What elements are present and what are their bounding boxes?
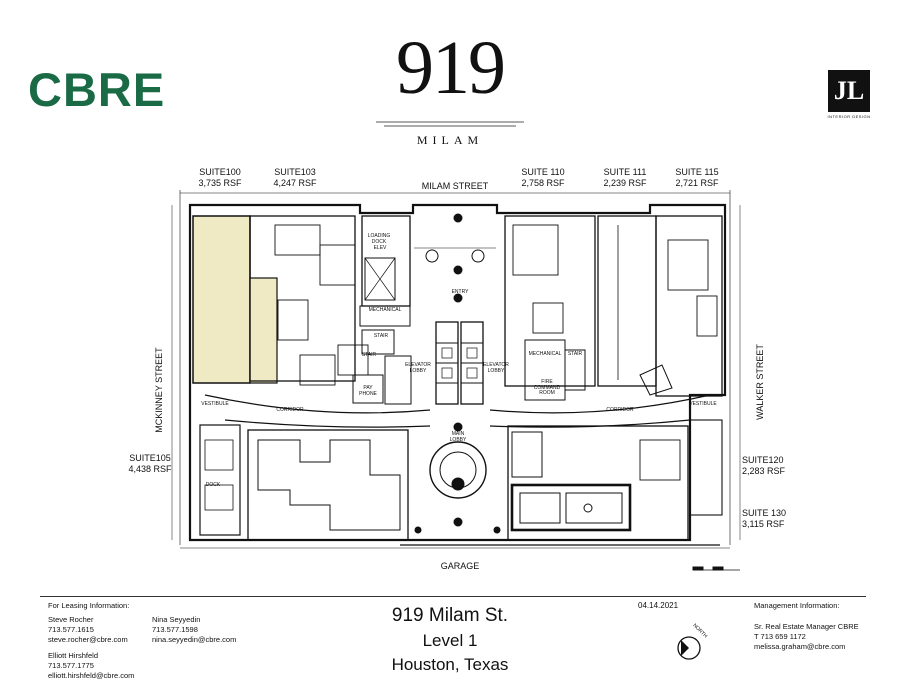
leasing-contact-1: Steve Rocher 713.577.1615 steve.rocher@c… <box>48 615 128 644</box>
room-loading-dock: LOADING DOCK <box>367 233 391 245</box>
north-arrow-icon <box>677 636 701 660</box>
management-heading: Management Information: <box>754 601 840 610</box>
room-entry: ENTRY <box>451 289 469 295</box>
leasing-contact-3: Elliott Hirshfeld 713.577.1775 elliott.h… <box>48 651 135 680</box>
title-level: Level 1 <box>422 631 478 650</box>
cbre-logo: CBRE <box>28 63 166 116</box>
room-main-lobby: MAIN LOBBY <box>449 431 467 443</box>
plan-date: 04.14.2021 <box>638 601 679 610</box>
room-pay-phone: PAY PHONE <box>359 385 377 397</box>
room-corridor-right: CORRIDOR <box>606 407 634 413</box>
interior-design-caption: INTERIOR DESIGN <box>827 114 871 119</box>
room-fire-command: FIRE COMMAND ROOM <box>533 379 561 396</box>
footer-divider <box>40 596 866 597</box>
room-vestibule-right: VESTIBULE <box>689 401 717 407</box>
building-logo-rules <box>376 121 524 127</box>
interior-design-logo: JL <box>828 70 870 112</box>
room-stair-left: STAIR <box>361 352 377 358</box>
room-dock: DOCK <box>205 482 221 488</box>
room-elev: ELEV <box>373 245 387 251</box>
room-vestibule-left: VESTIBULE <box>201 401 229 407</box>
room-elevator-lobby-left: ELEVATOR LOBBY <box>405 362 431 374</box>
street-milam: MILAM STREET <box>421 181 489 191</box>
room-corridor-left: CORRIDOR <box>276 407 304 413</box>
building-logo-number: 919 <box>396 26 506 110</box>
street-garage: GARAGE <box>440 561 480 571</box>
room-stair-right: STAIR <box>567 351 583 357</box>
leasing-heading: For Leasing Information: <box>48 601 130 610</box>
room-stair-top: STAIR <box>373 333 389 339</box>
title-city: Houston, Texas <box>391 655 509 674</box>
room-mechanical-right: MECHANICAL <box>528 351 562 357</box>
title-address: 919 Milam St. <box>391 605 509 626</box>
leasing-contact-2: Nina Seyyedin 713.577.1598 nina.seyyedin… <box>152 615 237 644</box>
management-contact: Sr. Real Estate Manager CBRE T 713 659 1… <box>754 622 859 651</box>
building-logo-street: MILAM <box>416 133 484 147</box>
room-elevator-lobby-right: ELEVATOR LOBBY <box>483 362 509 374</box>
room-mechanical-left: MECHANICAL <box>368 307 402 313</box>
